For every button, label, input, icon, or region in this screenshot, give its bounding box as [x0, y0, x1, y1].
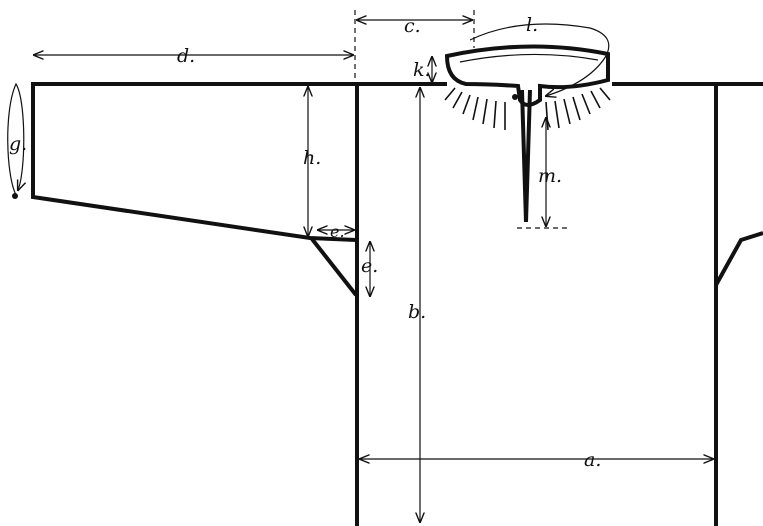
side-gusset	[714, 231, 763, 286]
sleeve-outline	[31, 82, 357, 242]
label-m: m.	[538, 165, 562, 187]
label-h: h.	[303, 147, 321, 169]
underarm-gusset	[310, 237, 358, 297]
label-g: g.	[9, 133, 27, 155]
label-d: d.	[177, 45, 195, 67]
neck-slit	[520, 89, 532, 223]
label-e-upper: e.	[330, 222, 345, 241]
dimension-g-ellipse	[7, 82, 24, 196]
dimension-g-dot	[12, 193, 18, 199]
dimension-l-arc	[469, 23, 610, 96]
collar-button-icon	[512, 94, 518, 100]
label-e-lower: e.	[361, 255, 378, 277]
label-b: b.	[408, 301, 426, 323]
neck-gathers	[444, 87, 611, 131]
body-outline	[355, 82, 763, 526]
label-k: k.	[413, 59, 431, 81]
label-c: c.	[404, 15, 421, 37]
label-a: a.	[584, 449, 601, 471]
collar	[444, 44, 610, 107]
label-l: l.	[526, 14, 538, 36]
